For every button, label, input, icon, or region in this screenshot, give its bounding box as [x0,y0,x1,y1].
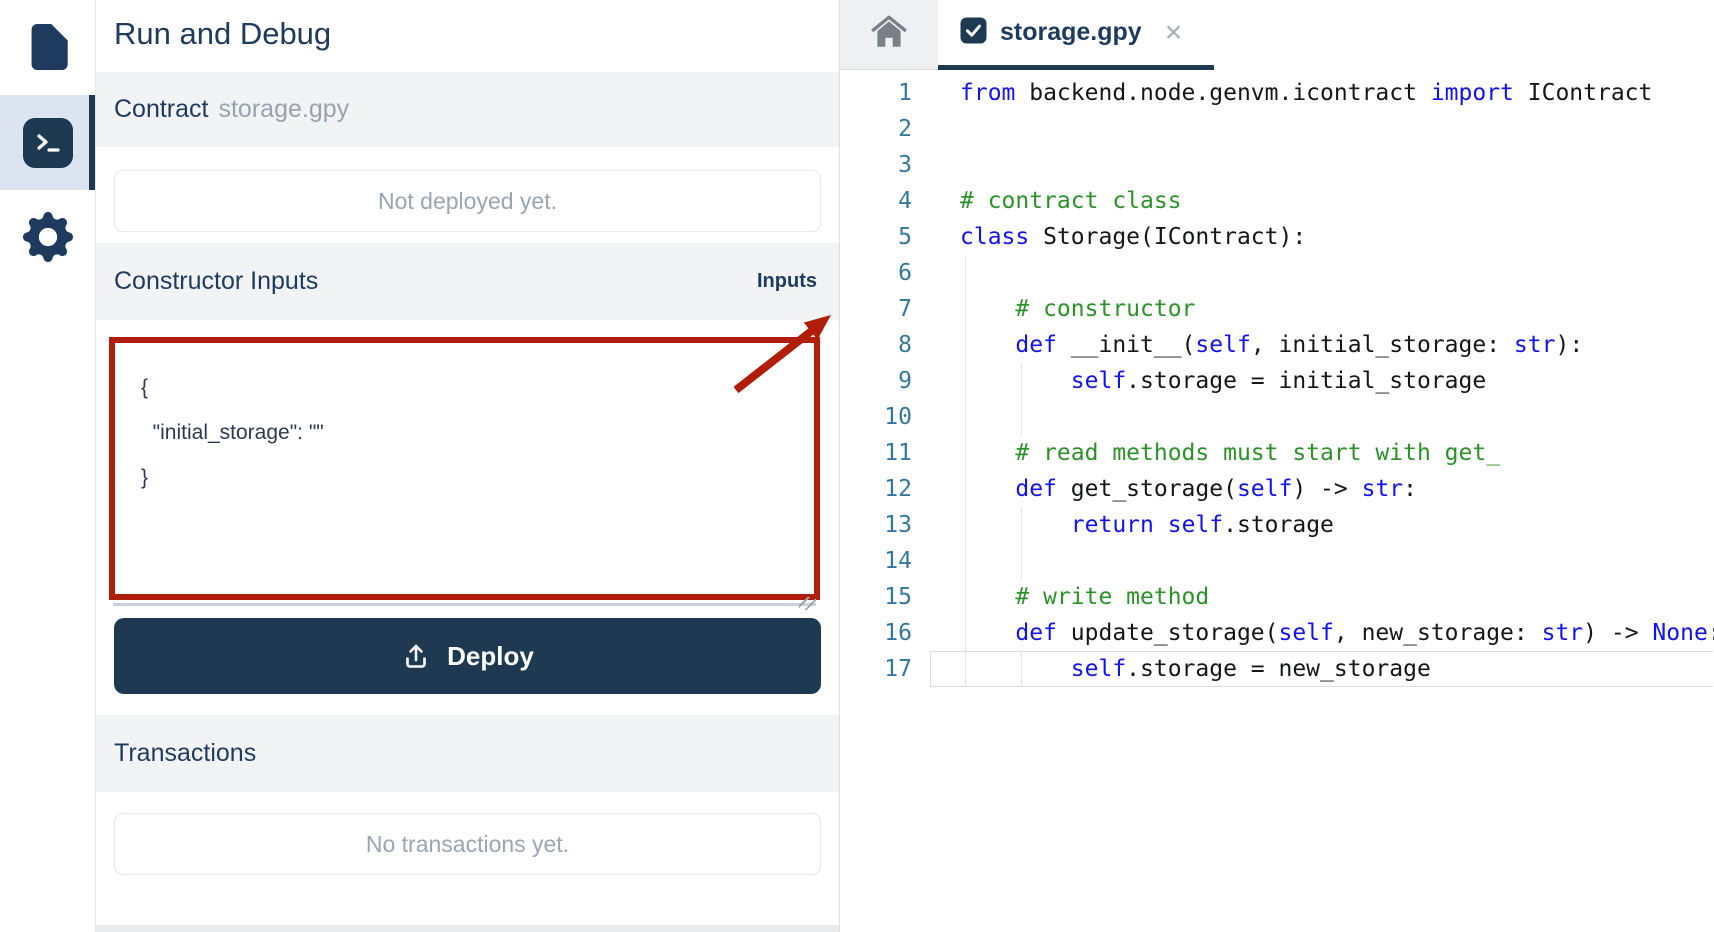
line-number: 15 [884,584,912,610]
contract-section-header: Contract storage.gpy [96,72,839,147]
tab-storage-gpy[interactable]: storage.gpy × [938,0,1214,70]
code-line[interactable]: self.storage = initial_storage [1070,368,1487,394]
code-line[interactable]: def __init__(self, initial_storage: str)… [1015,332,1584,358]
panel-horizontal-scrollbar[interactable] [96,925,839,932]
active-line-highlight [930,651,1713,687]
upload-icon [406,644,426,668]
code-line[interactable]: return self.storage [1070,512,1334,538]
line-number: 9 [898,368,912,394]
deploy-button-label: Deploy [447,640,534,671]
deploy-status-text: Not deployed yet. [377,187,557,214]
code-line[interactable] [960,111,1714,147]
code-line[interactable] [960,399,1714,435]
code-line[interactable] [960,543,1714,579]
sidebar-item-run-and-debug[interactable] [0,95,95,190]
indent-guide [1021,363,1022,435]
sidebar-item-settings[interactable] [0,203,95,275]
tab-close-icon[interactable]: × [1164,15,1183,49]
checked-file-icon [960,17,987,49]
tab-title: storage.gpy [1000,18,1142,46]
code-line[interactable]: # constructor [1015,296,1196,322]
code-line[interactable]: from backend.node.genvm.icontract import… [960,80,1653,106]
line-number: 2 [898,116,912,142]
line-number: 13 [884,512,912,538]
code-line[interactable] [960,255,1714,291]
constructor-inputs-annotation-box: { "initial_storage": "" } [109,337,820,600]
code-line[interactable]: def update_storage(self, new_storage: st… [1015,620,1714,646]
icon-sidebar [0,0,96,932]
indent-guide [1021,651,1022,687]
transactions-section-header: Transactions [96,715,839,792]
code-line[interactable]: # contract class [960,188,1182,214]
line-number: 8 [898,332,912,358]
textarea-resize-handle[interactable] [799,597,816,610]
home-icon [869,14,909,55]
terminal-icon [22,117,73,168]
gear-icon [22,211,73,267]
code-line[interactable]: def get_storage(self) -> str: [1015,476,1417,502]
line-number: 3 [898,152,912,178]
line-number: 14 [884,548,912,574]
transactions-empty-text: No transactions yet. [365,830,570,857]
constructor-section-header: Constructor Inputs Inputs [96,243,839,320]
line-number: 5 [898,224,912,250]
home-tab-button[interactable] [840,0,938,70]
indent-guide [965,255,966,687]
line-number: 16 [884,620,912,646]
code-lines: from backend.node.genvm.icontract import… [960,75,1714,687]
inputs-badge: Inputs [757,270,817,292]
line-number: 10 [884,404,912,430]
indent-guide [1021,507,1022,579]
line-number: 7 [898,296,912,322]
code-line[interactable] [960,147,1714,183]
constructor-inputs-textarea[interactable]: { "initial_storage": "" } [141,376,324,489]
line-number: 11 [884,440,912,466]
code-line[interactable]: self.storage = new_storage [1070,656,1431,682]
contract-label: Contract [114,95,209,123]
transactions-label: Transactions [114,739,257,767]
constructor-label: Constructor Inputs [114,267,319,295]
contract-filename: storage.gpy [218,95,350,123]
deploy-button[interactable]: Deploy [114,618,821,694]
line-number: 12 [884,476,912,502]
transactions-empty-box: No transactions yet. [114,813,821,875]
textarea-bottom-edge [113,603,816,606]
line-number: 6 [898,260,912,286]
document-icon [28,21,69,75]
deploy-status-box: Not deployed yet. [114,170,821,232]
sidebar-item-files[interactable] [0,12,95,86]
line-number: 1 [898,80,912,106]
page-title: Run and Debug [114,16,332,51]
code-line[interactable]: class Storage(IContract): [960,224,1307,250]
line-number: 4 [898,188,912,214]
line-number: 17 [884,656,912,682]
code-line[interactable]: # write method [1015,584,1210,610]
active-item-accent-bar [89,95,95,190]
run-and-debug-panel: Run and Debug Contract storage.gpy Not de… [96,0,840,932]
code-line[interactable]: # read methods must start with get_ [1015,440,1501,466]
